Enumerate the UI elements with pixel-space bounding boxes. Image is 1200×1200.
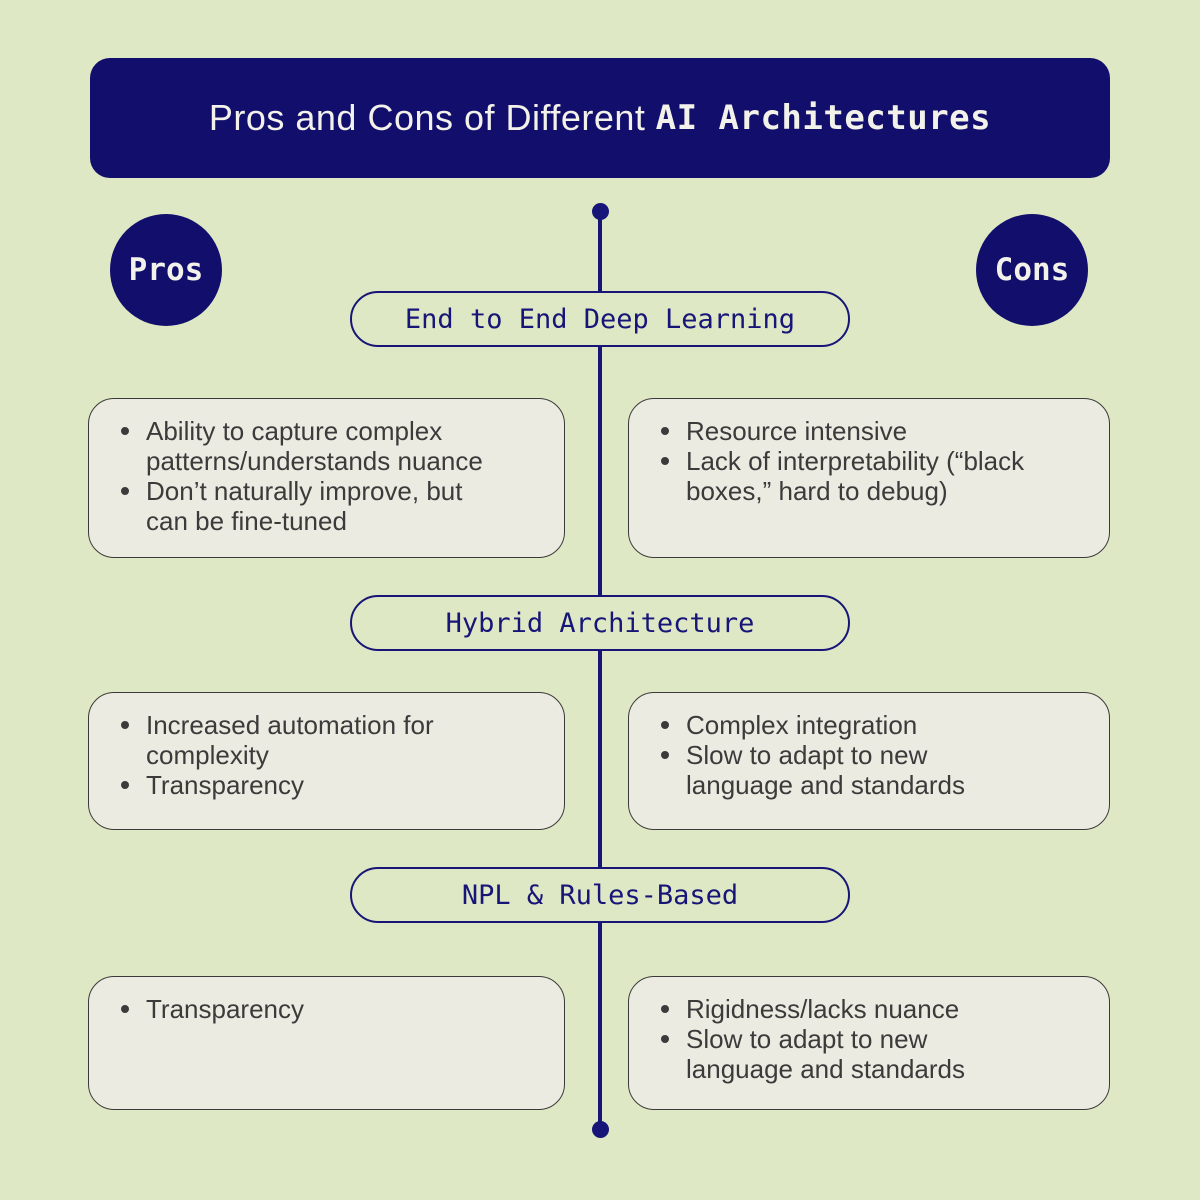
- pros-list: Transparency: [89, 977, 564, 1024]
- list-item: Slow to adapt to new language and standa…: [661, 740, 1031, 800]
- cons-badge: Cons: [976, 214, 1088, 326]
- pros-box-rules-based: Transparency: [88, 976, 565, 1110]
- pros-badge: Pros: [110, 214, 222, 326]
- section-label-npl-rules-based: NPL & Rules-Based: [350, 867, 850, 923]
- section-label-text: Hybrid Architecture: [445, 607, 755, 639]
- list-item: Slow to adapt to new language and standa…: [661, 1024, 1031, 1084]
- cons-list: Resource intensive Lack of interpretabil…: [629, 399, 1109, 506]
- cons-box-rules-based: Rigidness/lacks nuance Slow to adapt to …: [628, 976, 1110, 1110]
- section-label-end-to-end-deep-learning: End to End Deep Learning: [350, 291, 850, 347]
- pros-list: Increased automation for complexity Tran…: [89, 693, 564, 800]
- list-item: Rigidness/lacks nuance: [661, 994, 1031, 1024]
- timeline-line: [598, 212, 602, 1130]
- page-title-emphasis: AI Architectures: [655, 98, 992, 138]
- pros-box-end-to-end: Ability to capture complex patterns/unde…: [88, 398, 565, 558]
- list-item: Complex integration: [661, 710, 1031, 740]
- cons-list: Rigidness/lacks nuance Slow to adapt to …: [629, 977, 1109, 1084]
- page-title: Pros and Cons of Different: [208, 97, 646, 138]
- cons-list: Complex integration Slow to adapt to new…: [629, 693, 1109, 800]
- pros-badge-label: Pros: [128, 252, 204, 288]
- timeline-start-dot: [591, 203, 609, 220]
- list-item: Resource intensive: [661, 416, 1031, 446]
- list-item: Lack of interpretability (“black boxes,”…: [661, 446, 1031, 506]
- cons-box-end-to-end: Resource intensive Lack of interpretabil…: [628, 398, 1110, 558]
- pros-list: Ability to capture complex patterns/unde…: [89, 399, 564, 536]
- list-item: Increased automation for complexity: [121, 710, 491, 770]
- list-item: Don’t naturally improve, but can be fine…: [121, 476, 491, 536]
- section-label-text: NPL & Rules-Based: [461, 879, 739, 911]
- list-item: Ability to capture complex patterns/unde…: [121, 416, 491, 476]
- section-label-hybrid-architecture: Hybrid Architecture: [350, 595, 850, 651]
- list-item: Transparency: [121, 994, 491, 1024]
- section-label-text: End to End Deep Learning: [404, 303, 796, 335]
- cons-badge-label: Cons: [994, 252, 1070, 288]
- pros-box-hybrid: Increased automation for complexity Tran…: [88, 692, 565, 830]
- timeline-end-dot: [591, 1121, 609, 1138]
- title-banner: Pros and Cons of Different AI Architectu…: [90, 58, 1110, 178]
- list-item: Transparency: [121, 770, 491, 800]
- cons-box-hybrid: Complex integration Slow to adapt to new…: [628, 692, 1110, 830]
